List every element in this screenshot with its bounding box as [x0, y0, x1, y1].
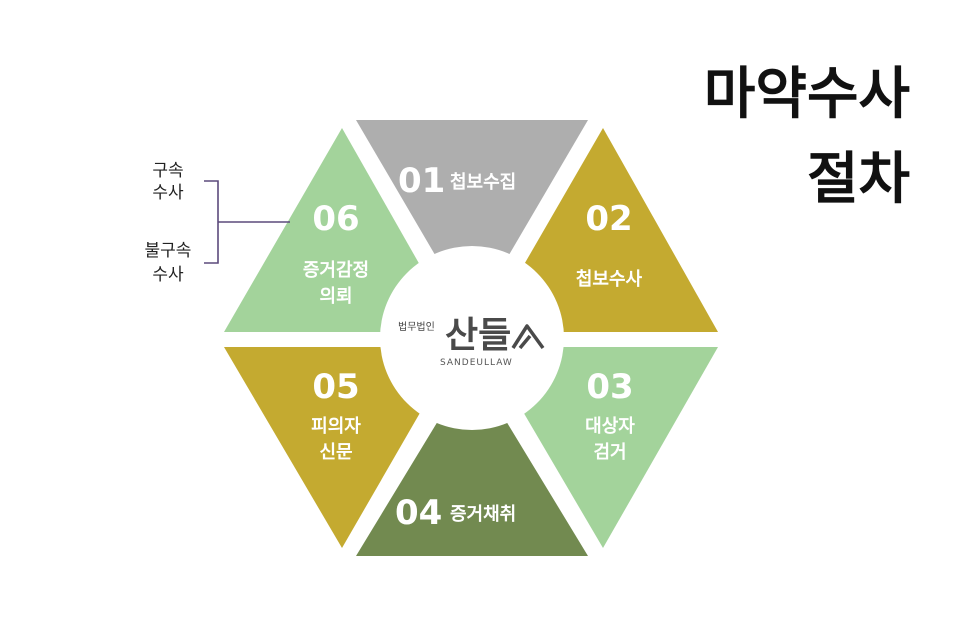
title-line1: 마약수사	[704, 62, 910, 127]
side-label-bottom-line1: 불구속	[145, 241, 192, 261]
step-06-number: 06	[312, 199, 359, 239]
step-02-number: 02	[585, 199, 632, 239]
side-label-top-line1: 구속	[152, 161, 183, 181]
side-bracket	[204, 180, 290, 264]
side-label-top-line2: 수사	[152, 183, 184, 203]
logo-small-text: 법무법인	[398, 321, 435, 333]
logo-sub-text: SANDEULLAW	[440, 358, 513, 368]
step-01-label: 첩보수집	[450, 172, 516, 193]
logo: 법무법인 산들 SANDEULLAW	[398, 315, 545, 368]
step-02-label: 첩보수사	[576, 269, 643, 290]
step-06-segment	[224, 128, 458, 332]
center-circle	[380, 246, 564, 430]
step-05-label-line1: 피의자	[311, 416, 361, 437]
step-04-number: 04	[395, 493, 442, 533]
step-03-segment	[485, 347, 718, 548]
step-04-segment	[356, 365, 588, 556]
logo-peak-icon	[511, 324, 545, 350]
step-06-label-line1: 증거감정	[303, 260, 369, 281]
step-04-label: 증거채취	[450, 504, 516, 525]
side-label-bottom-line2: 수사	[152, 265, 184, 285]
step-05-segment	[224, 347, 458, 548]
step-01-number: 01	[398, 161, 445, 201]
step-03-label-line2: 검거	[593, 442, 626, 463]
step-03-number: 03	[586, 367, 633, 407]
step-06-label-line2: 의뢰	[319, 286, 352, 307]
step-03-label-line1: 대상자	[585, 416, 635, 437]
step-01-segment	[356, 120, 588, 318]
step-05-label-line2: 신문	[319, 442, 352, 463]
title-line2: 절차	[807, 147, 910, 212]
step-05-number: 05	[312, 367, 359, 407]
logo-main-text: 산들	[445, 315, 511, 356]
